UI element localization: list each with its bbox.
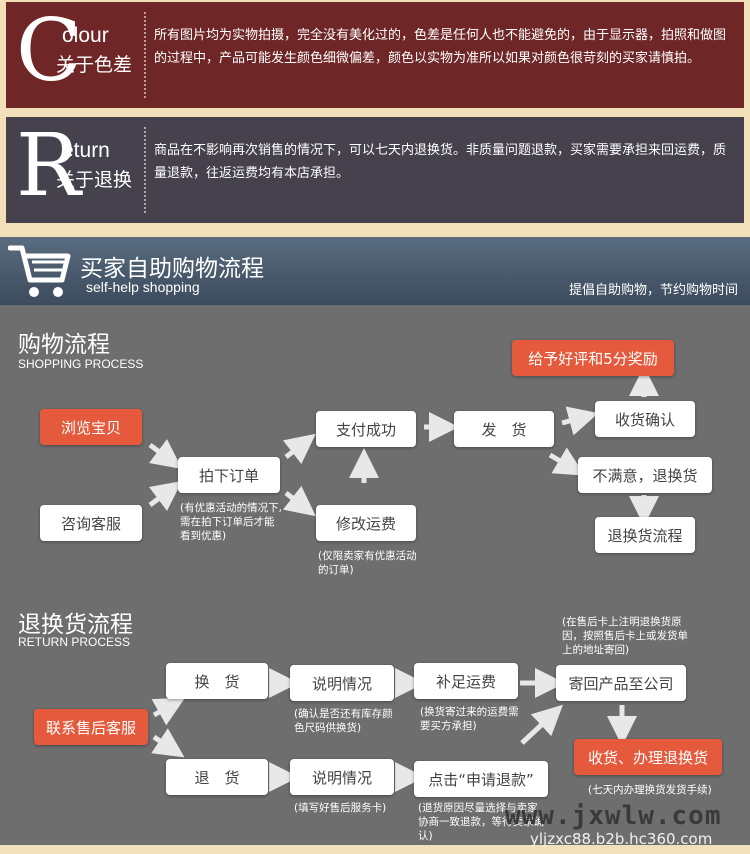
banner-title: 买家自助购物流程 [80,256,264,282]
banner-slogan: 提倡自助购物，节约购物时间 [568,283,738,298]
explain1-note: (确认是否还有库存颜色尺码供换货) [294,708,393,734]
arrow-order-modify [282,485,316,517]
divider [144,127,146,213]
arrow-consult-order [148,481,182,511]
finish-box: 收货、办理退换货 [574,739,722,775]
shopping-heading: 购物流程 [18,332,110,358]
exchange-box: 换 货 [166,663,268,699]
shipping-fee-note: (换货寄过来的运费需要买方承担) [420,706,519,732]
finish-note: (七天内办理换货发货手续) [588,784,712,796]
arrow-browse-order [148,439,182,469]
colour-word: olour [62,24,109,47]
colour-title: 关于色差 [56,54,133,76]
ship-box: 发 货 [454,411,554,447]
return-title: 关于退换 [56,169,133,191]
browse-box: 浏览宝贝 [40,409,142,445]
refund-box: 退 货 [166,759,268,795]
arrow-order-pay [282,433,316,465]
flow-arrows [148,366,659,792]
colour-notice: C olour 关于色差 所有图片均为实物拍摄，完全没有美化过的，色差是任何人也… [6,2,744,108]
explain1-box: 说明情况 [290,665,394,701]
contact-box: 联系售后客服 [34,709,148,745]
unsatisfied-box: 不满意，退换货 [578,457,712,493]
pay-box: 支付成功 [316,411,416,447]
returns-heading: 退换货流程 [18,612,133,638]
order-note: (有优惠活动的情况下,需在拍下订单后才能看到优惠) [180,502,282,542]
return-flow-box: 退换货流程 [595,517,695,553]
banner-subtitle: self-help shopping [86,279,200,295]
divider [144,12,146,98]
send-back-note: (在售后卡上注明退换货原因，按照售后卡上或发货单上的地址寄回) [562,616,688,656]
shopping-cart-icon [8,245,71,297]
arrow-contact-exchange [151,697,186,726]
confirm-box: 收货确认 [595,401,695,437]
shipping-fee-box: 补足运费 [414,663,518,699]
self-help-banner: 买家自助购物流程 self-help shopping 提倡自助购物，节约购物时… [0,237,750,305]
apply-refund-box: 点击“申请退款” [414,761,548,797]
arrow-ship-confirm [561,406,599,436]
shopping-heading-en: SHOPPING PROCESS [18,357,144,371]
process-panel: 购物流程 SHOPPING PROCESS 浏览宝贝 咨询客服 拍下订单 (有优… [0,305,750,845]
return-text: 商品在不影响再次销售的情况下，可以七天内退换货。非质量问题退款，买家需要承担来回… [154,143,727,181]
reward-box: 给予好评和5分奖励 [512,340,674,376]
send-back-box: 寄回产品至公司 [556,665,686,701]
returns-heading-en: RETURN PROCESS [18,635,131,649]
explain2-note: (填写好售后服务卡) [294,802,387,814]
return-initial: R [16,116,81,216]
modify-note: (仅限卖家有优惠活动的订单) [318,550,417,576]
arrow-contact-refund [151,728,185,758]
colour-text: 所有图片均为实物拍摄，完全没有美化过的，色差是任何人也不能避免的，由于显示器，拍… [154,28,727,66]
return-notice: R eturn 关于退换 商品在不影响再次销售的情况下，可以七天内退换货。非质量… [6,117,744,223]
arrow-ship-unsatisfied [548,447,585,476]
explain2-box: 说明情况 [290,759,394,795]
modify-box: 修改运费 [316,505,416,541]
consult-box: 咨询客服 [40,505,142,541]
watermark-url: yljzxc88.b2b.hc360.com [530,830,713,848]
arrow-apply-sendback [520,704,563,745]
order-box: 拍下订单 [178,457,280,493]
watermark: www.jxwlw.com [505,801,722,831]
apply-refund-note: (退货原因尽量选择与卖家协商一致退款，等待卖家确认) [418,802,544,842]
colour-initial: C [16,1,82,101]
return-word: eturn [62,139,110,162]
